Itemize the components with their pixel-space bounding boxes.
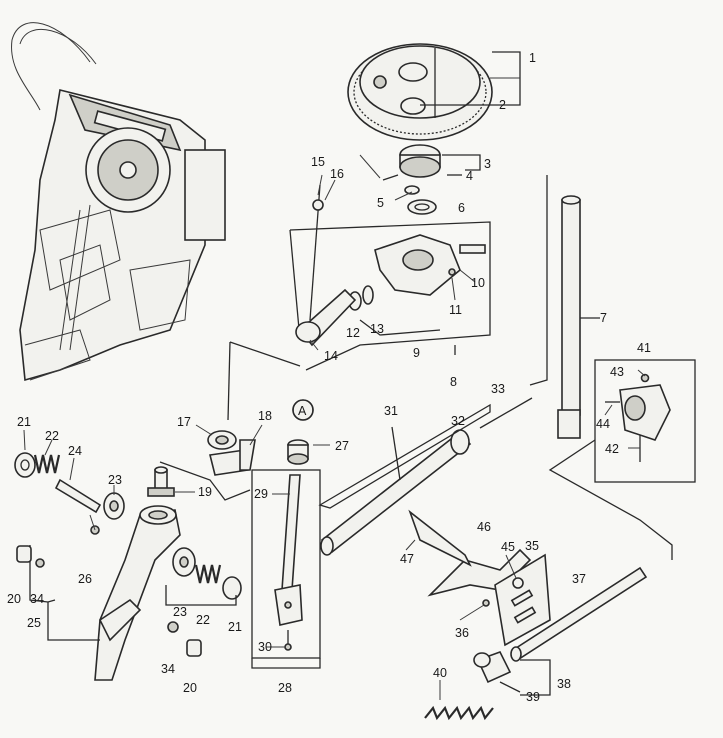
arm-25 (29, 505, 181, 681)
label-46: 46 (477, 520, 491, 534)
label-7: 7 (600, 311, 607, 325)
label-23-left: 23 (108, 473, 122, 487)
label-31: 31 (384, 404, 398, 418)
label-22-left: 22 (45, 429, 59, 443)
label-12: 12 (346, 326, 360, 340)
nut-34-left (35, 558, 45, 568)
left-shaft-group (14, 452, 125, 520)
washer-5 (404, 185, 420, 195)
label-45: 45 (501, 540, 515, 554)
parts-17-18 (159, 341, 301, 501)
label-2: 2 (499, 98, 506, 112)
label-37: 37 (572, 572, 586, 586)
label-33: 33 (491, 382, 505, 396)
label-25: 25 (27, 616, 41, 630)
label-24: 24 (68, 444, 82, 458)
label-8: 8 (450, 375, 457, 389)
label-30: 30 (258, 640, 272, 654)
label-43: 43 (610, 365, 624, 379)
label-21-left: 21 (17, 415, 31, 429)
label-44: 44 (596, 417, 610, 431)
label-17: 17 (177, 415, 191, 429)
label-18: 18 (258, 409, 272, 423)
crank-assembly-box (289, 184, 491, 371)
part-labels: 1 2 3 4 5 6 7 8 9 10 11 12 13 14 15 16 1… (7, 51, 651, 704)
callout-a-circle (292, 399, 314, 421)
rod-37 (510, 566, 648, 662)
label-29: 29 (254, 487, 268, 501)
main-gear (347, 43, 521, 141)
long-shaft-7 (529, 175, 600, 439)
label-34-right: 34 (161, 662, 175, 676)
label-21-right: 21 (228, 620, 242, 634)
label-4: 4 (466, 169, 473, 183)
label-36: 36 (455, 626, 469, 640)
label-42: 42 (605, 442, 619, 456)
label-28: 28 (278, 681, 292, 695)
needle-bar-assembly (251, 399, 321, 669)
right-spring-group (165, 547, 242, 606)
collar-part-3 (382, 144, 481, 181)
label-34-left: 34 (30, 592, 44, 606)
stud-19 (147, 466, 175, 497)
spring-40-assembly (424, 651, 551, 721)
nut-34-right (167, 621, 179, 633)
callout-a: A (298, 404, 307, 418)
label-15: 15 (311, 155, 325, 169)
leader-lines (23, 77, 646, 700)
shaft-31 (318, 397, 533, 556)
label-13: 13 (370, 322, 384, 336)
part-box-41 (548, 359, 696, 560)
label-5: 5 (377, 196, 384, 210)
label-40: 40 (433, 666, 447, 680)
machine-body (11, 22, 226, 382)
label-20-right: 20 (183, 681, 197, 695)
label-23-right: 23 (173, 605, 187, 619)
label-9: 9 (413, 346, 420, 360)
label-14: 14 (324, 349, 338, 363)
label-35: 35 (525, 539, 539, 553)
label-1: 1 (529, 51, 536, 65)
label-39: 39 (526, 690, 540, 704)
cap-20-left (16, 545, 32, 563)
label-32: 32 (451, 414, 465, 428)
label-16: 16 (330, 167, 344, 181)
label-6: 6 (458, 201, 465, 215)
label-19: 19 (198, 485, 212, 499)
label-41: 41 (637, 341, 651, 355)
cap-20-right (186, 639, 202, 657)
label-26: 26 (78, 572, 92, 586)
ring-6 (407, 199, 437, 215)
label-20-left: 20 (7, 592, 21, 606)
label-38: 38 (557, 677, 571, 691)
label-27: 27 (335, 439, 349, 453)
bracket-assembly (408, 509, 551, 647)
label-22-right: 22 (196, 613, 210, 627)
label-3: 3 (484, 157, 491, 171)
label-47: 47 (400, 552, 414, 566)
label-10: 10 (471, 276, 485, 290)
label-11: 11 (449, 303, 462, 317)
